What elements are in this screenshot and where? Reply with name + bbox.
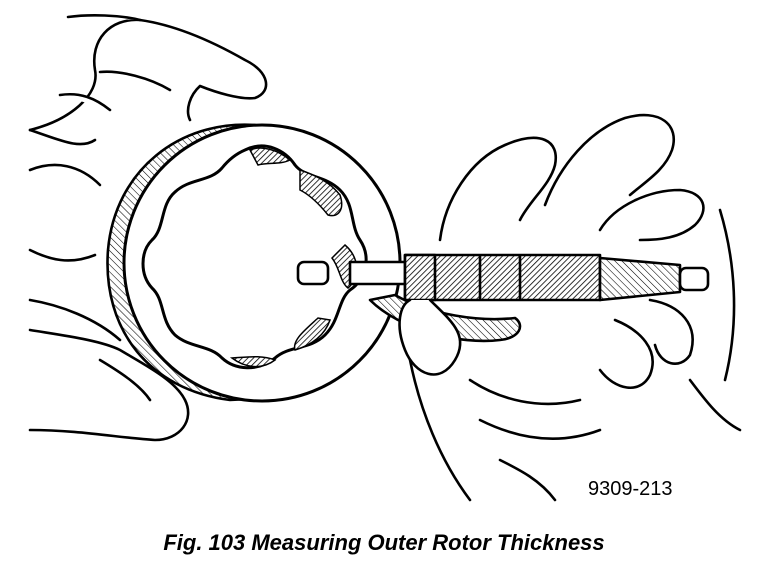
micrometer-illustration xyxy=(296,253,710,343)
figure-reference-code: 9309-213 xyxy=(588,478,673,500)
right-hand-illustration xyxy=(398,113,742,502)
figure-caption: Fig. 103 Measuring Outer Rotor Thickness xyxy=(163,530,605,555)
outer-rotor-illustration xyxy=(106,123,402,403)
left-hand-illustration xyxy=(28,14,268,442)
figure-illustration xyxy=(28,14,742,502)
